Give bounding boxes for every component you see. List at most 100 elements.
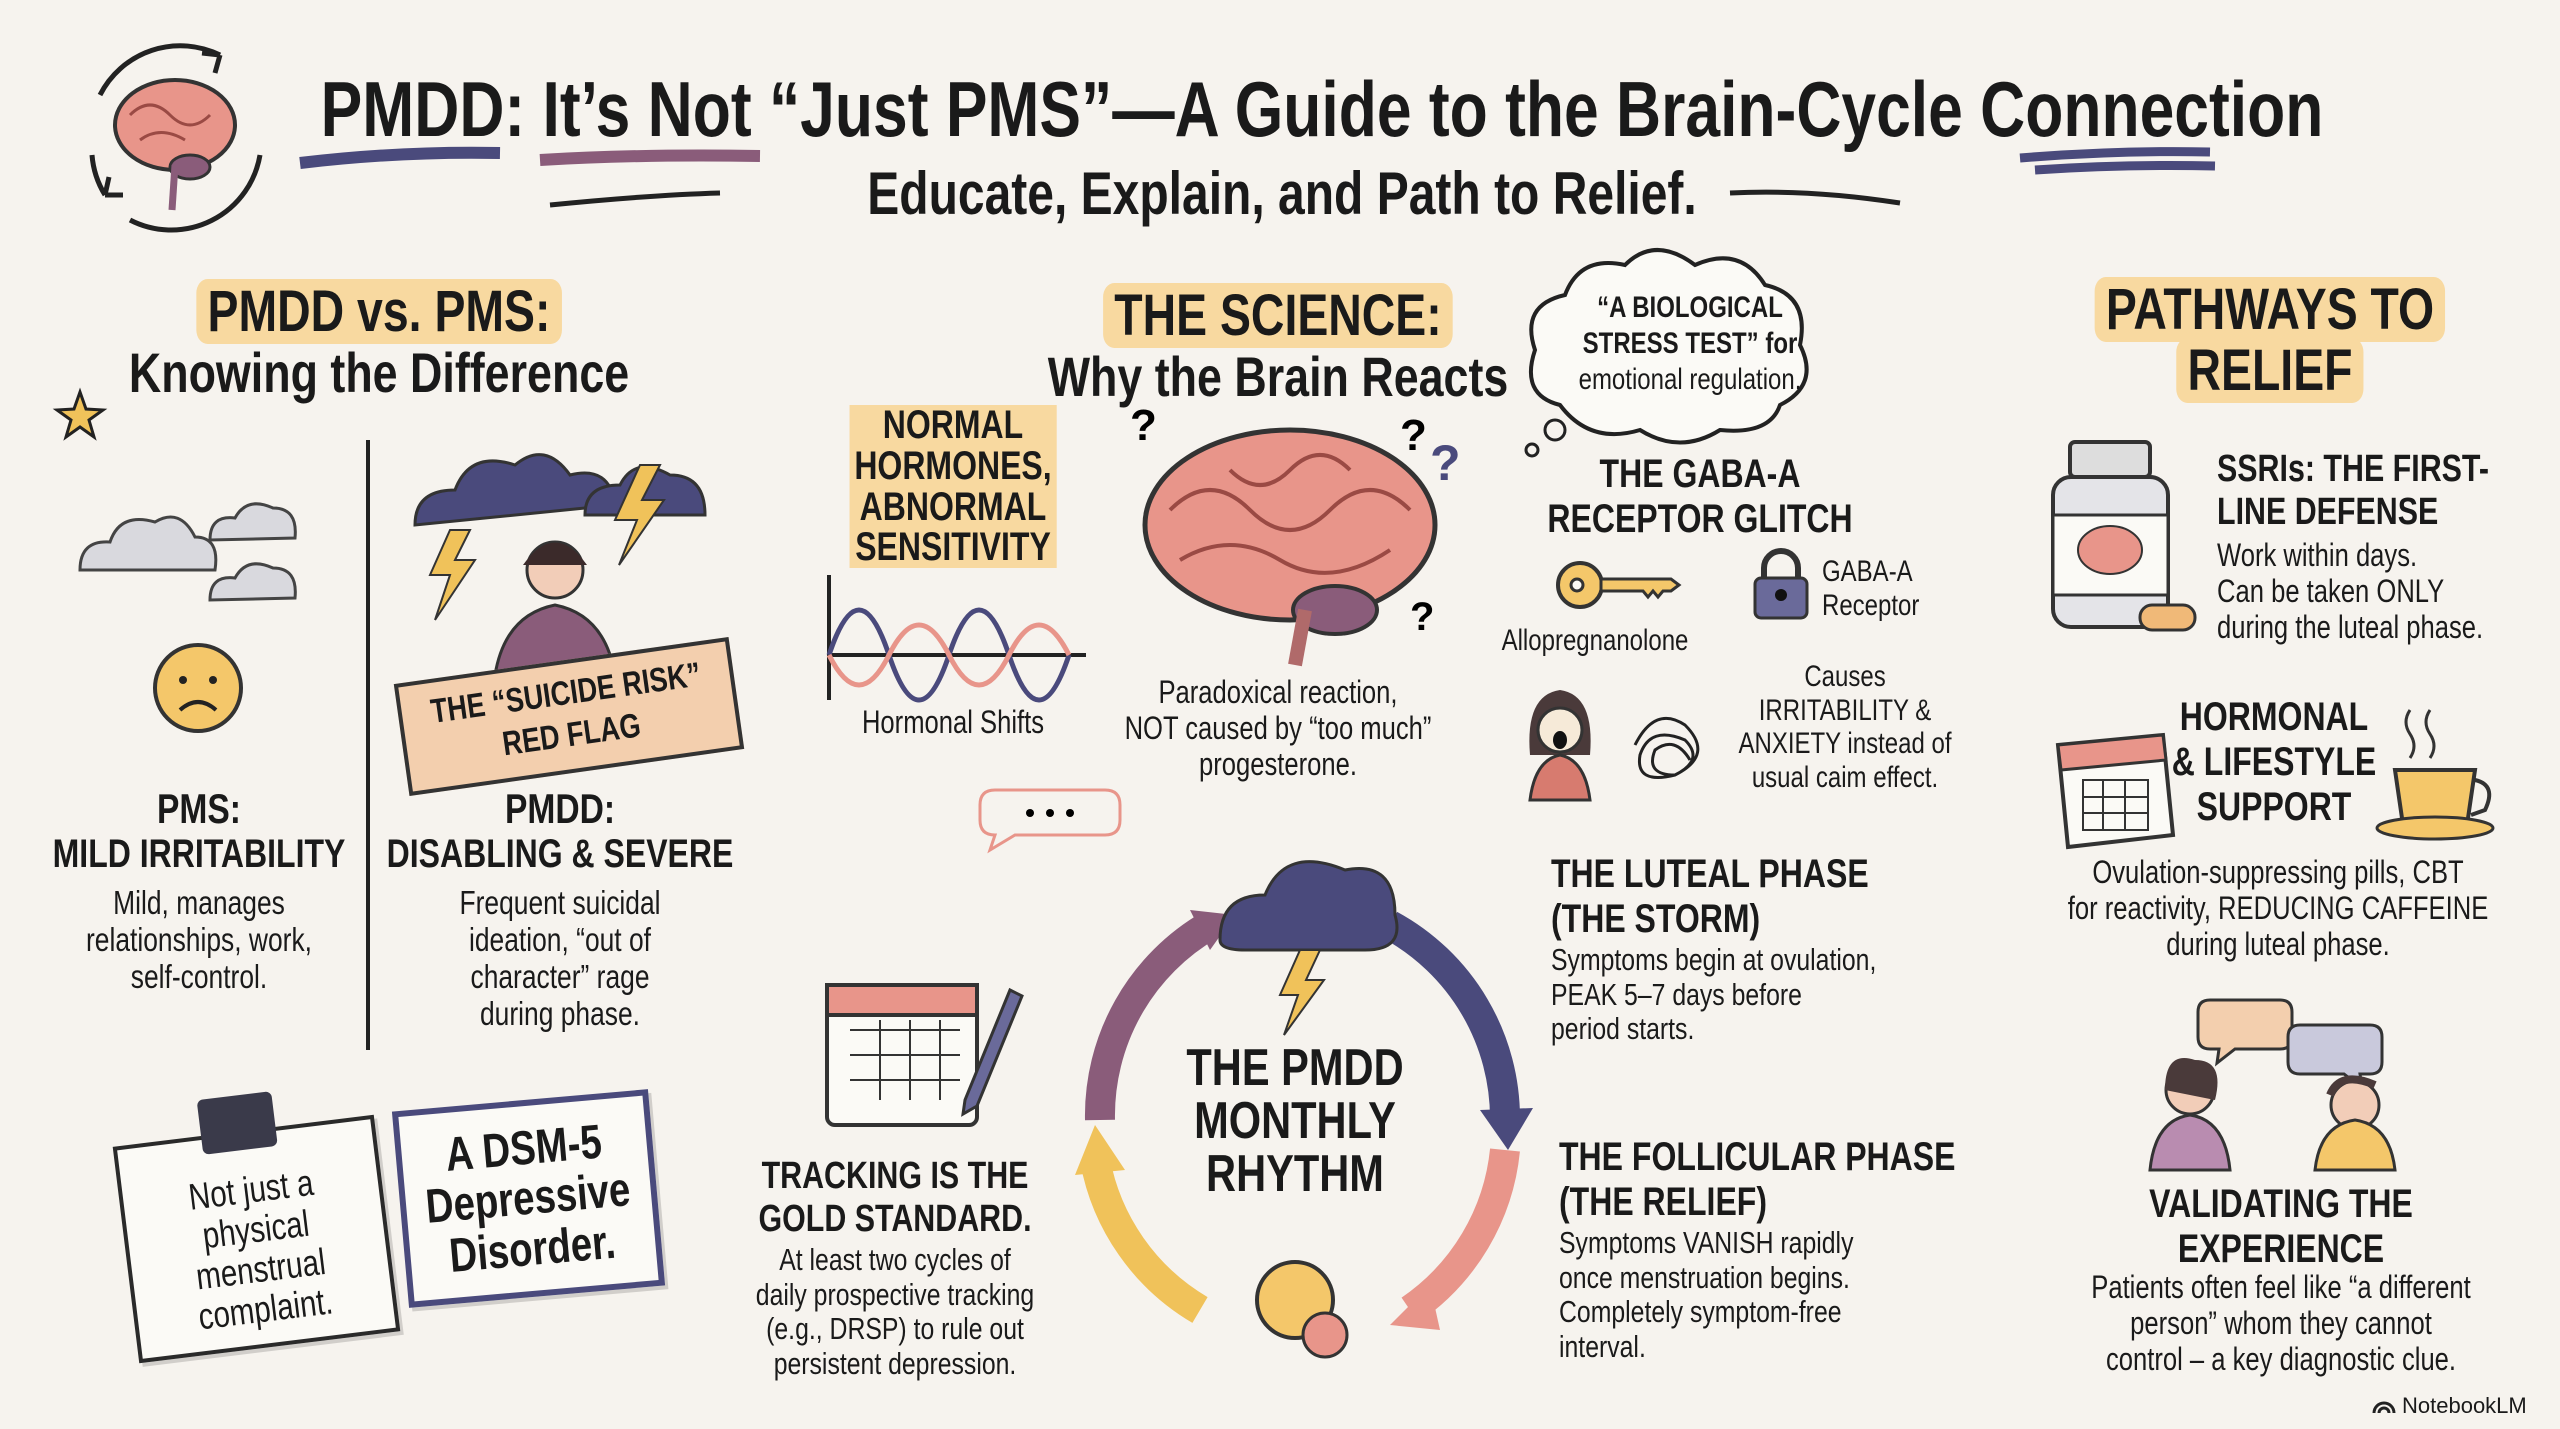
text-line: Mild, manages (113, 884, 285, 921)
thought-cloud-text: “A BIOLOGICAL STRESS TEST” for emotional… (1579, 290, 1802, 398)
text-line: NORMAL (849, 405, 1057, 446)
lock-label: GABA-A Receptor (1822, 555, 1919, 622)
text-line: Patients often feel like “a different (2091, 1269, 2471, 1305)
text-line: THE PMDD (1186, 1039, 1404, 1097)
svg-text:?: ? (1130, 401, 1157, 450)
page-title: PMDD: It’s Not “Just PMS”—A Guide to the… (320, 65, 2324, 153)
hormones-heading: NORMAL HORMONES, ABNORMAL SENSITIVITY (849, 405, 1057, 569)
section-subtitle: Why the Brain Reacts (1047, 345, 1509, 408)
cloud-icon (78, 502, 297, 602)
text-line: SUPPORT (2196, 784, 2352, 829)
text-line: Paradoxical reaction, (1158, 674, 1398, 710)
text-line: GABA-A (1822, 555, 1913, 588)
validating-description: Patients often feel like “a different pe… (2091, 1269, 2471, 1377)
text-line: Frequent suicidal (459, 884, 661, 921)
text-line: during phase. (480, 994, 640, 1032)
text-line: RECEPTOR GLITCH (1547, 496, 1853, 541)
brain-icon: ? ? ? ? (1130, 401, 1461, 667)
text-line: persistent depression. (773, 1346, 1017, 1382)
section-title-text: PMDD vs. PMS: (196, 279, 562, 344)
pms-title: PMS: (157, 785, 241, 832)
text-line: & LIFESTYLE (2171, 739, 2377, 784)
text-line: Can be taken ONLY (2217, 572, 2445, 609)
monthly-cycle-diagram (1075, 860, 1533, 1359)
text-line: period starts. (1551, 1011, 1695, 1047)
text-line: Symptoms VANISH rapidly (1559, 1225, 1854, 1260)
text-line: self-control. (130, 957, 268, 995)
text-line: Work within days. (2217, 537, 2418, 573)
text-line: SSRIs: THE FIRST- (2217, 448, 2489, 490)
text-line: control – a key diagnostic clue. (2105, 1340, 2457, 1377)
brand-text: NotebookLM (2402, 1393, 2527, 1418)
text-line: THE LUTEAL PHASE (1551, 852, 1869, 896)
section-subtitle: Knowing the Difference (128, 341, 630, 404)
text-line: during luteal phase. (2166, 925, 2390, 962)
text-line: (e.g., DRSP) to rule out (766, 1311, 1024, 1347)
svg-text:?: ? (1400, 411, 1427, 460)
gaba-effect-text: Causes IRRITABILITY & ANXIETY instead of… (1739, 660, 1952, 794)
screaming-woman-icon (1528, 690, 1592, 802)
follicular-description: Symptoms VANISH rapidly once menstruatio… (1559, 1225, 1854, 1365)
tracking-description: At least two cycles of daily prospective… (755, 1242, 1035, 1382)
text-line: THE FOLLICULAR PHASE (1559, 1135, 1956, 1179)
gaba-heading: THE GABA-A RECEPTOR GLITCH (1547, 452, 1852, 542)
text-line: TRACKING IS THE (761, 1155, 1029, 1197)
thought-cloud (1524, 248, 1809, 458)
text-line: ideation, “out of (469, 920, 651, 958)
storm-person-icon (413, 453, 707, 677)
hormonal-description: Ovulation-suppressing pills, CBT for rea… (2068, 854, 2489, 962)
binder-clip-icon (196, 1091, 278, 1155)
lock-icon (1753, 548, 1809, 620)
text-line: Completely symptom-free (1559, 1294, 1842, 1330)
key-label: Allopregnanolone (1501, 624, 1689, 657)
section-title-pmdd-vs-pms: PMDD vs. PMS: (196, 279, 562, 345)
text-line: IRRITABILITY & (1758, 693, 1932, 727)
brain-cycle-icon (89, 43, 263, 233)
text-line: THE GABA-A (1599, 452, 1801, 496)
text-line: At least two cycles of (779, 1242, 1011, 1277)
text-line: relationships, work, (86, 920, 312, 958)
pmdd-subtitle: DISABLING & SEVERE (386, 832, 734, 876)
text-line: LINE DEFENSE (2217, 490, 2439, 533)
sad-face-icon (153, 643, 243, 733)
validating-heading: VALIDATING THE EXPERIENCE (2149, 1182, 2413, 1272)
luteal-heading: THE LUTEAL PHASE (THE STORM) (1551, 852, 1869, 942)
text-line: Symptoms begin at ovulation, (1551, 942, 1877, 977)
section-title-relief: PATHWAYS TO RELIEF (2094, 277, 2446, 403)
text-line: usual caim effect. (1751, 760, 1939, 794)
pill-bottle-icon (2051, 440, 2197, 632)
text-line: character” rage (470, 957, 650, 995)
text-line: SENSITIVITY (849, 527, 1057, 569)
star-doodle-icon (52, 387, 108, 441)
text-line: RHYTHM (1206, 1145, 1384, 1204)
pmdd-description: Frequent suicidal ideation, “out of char… (459, 884, 661, 1033)
text-line: emotional regulation. (1578, 363, 1802, 396)
text-line: daily prospective tracking (755, 1276, 1035, 1312)
luteal-description: Symptoms begin at ovulation, PEAK 5–7 da… (1551, 942, 1877, 1047)
hormone-wave-graph (826, 575, 1086, 703)
title-underline-strokes (299, 146, 2216, 175)
ssri-heading: SSRIs: THE FIRST- LINE DEFENSE (2217, 448, 2489, 533)
text-line: STRESS TEST” for (1582, 327, 1798, 360)
calendar-icon (2055, 732, 2176, 850)
text-line: GOLD STANDARD. (758, 1197, 1032, 1240)
cycle-center-label: THE PMDD MONTHLY RHYTHM (1186, 1039, 1404, 1204)
coffee-icon (2375, 709, 2495, 841)
text-line: MONTHLY (1194, 1092, 1396, 1151)
text-line: during the luteal phase. (2217, 608, 2484, 645)
text-line: HORMONES, (849, 445, 1057, 487)
page-subtitle: Educate, Explain, and Path to Relief. (867, 160, 1697, 227)
pmdd-title: PMDD: (504, 785, 616, 832)
calendar-pen-icon (825, 983, 1024, 1127)
section-title-science: THE SCIENCE: (1103, 283, 1453, 349)
speech-bubble-doodle (978, 788, 1122, 854)
text-line: person” whom they cannot (2130, 1304, 2432, 1341)
pms-subtitle: MILD IRRITABILITY (52, 832, 346, 876)
text-line: (THE RELIEF) (1559, 1179, 1767, 1224)
follicular-heading: THE FOLLICULAR PHASE (THE RELIEF) (1559, 1135, 1955, 1225)
subtitle-swooshes (549, 189, 1901, 208)
svg-text:?: ? (1410, 595, 1434, 639)
text-line: Receptor (1822, 588, 1920, 622)
brain-description: Paradoxical reaction, NOT caused by “too… (1125, 674, 1432, 782)
text-line: EXPERIENCE (2177, 1226, 2385, 1271)
